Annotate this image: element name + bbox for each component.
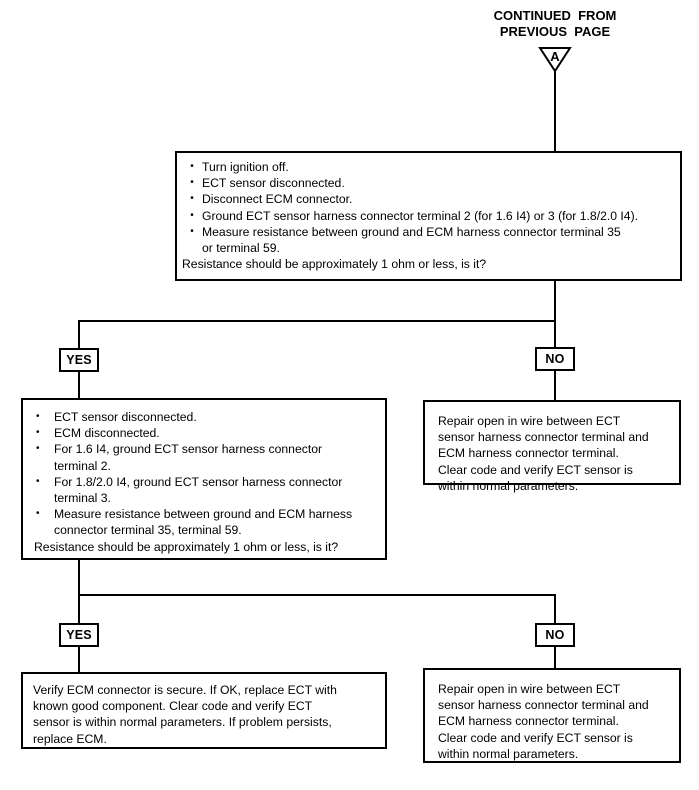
branch1-horizontal-line bbox=[78, 320, 556, 322]
decision1-question: Resistance should be approximately 1 ohm… bbox=[182, 257, 487, 272]
decision2-box: • ECT sensor disconnected. • ECM disconnec… bbox=[21, 398, 387, 560]
continued-from-label: CONTINUED FROM PREVIOUS PAGE bbox=[493, 8, 617, 39]
bullet-icon: • bbox=[190, 161, 194, 172]
bullet-icon: • bbox=[190, 225, 194, 237]
branch2-no-to-repair2 bbox=[554, 647, 556, 669]
page-connector-letter: A bbox=[550, 49, 560, 64]
branch2-yes-to-action bbox=[78, 647, 80, 673]
branch1-yes-drop bbox=[78, 322, 80, 349]
decision1-step: ECT sensor disconnected. bbox=[202, 176, 345, 191]
branch2-no-label: NO bbox=[535, 623, 575, 647]
bullet-icon: • bbox=[190, 209, 194, 221]
bullet-icon: • bbox=[190, 193, 194, 205]
bullet-icon: • bbox=[36, 443, 40, 455]
decision2-step: For 1.6 I4, ground ECT sensor harness co… bbox=[54, 442, 323, 473]
page-connector-triangle: A bbox=[538, 47, 572, 73]
bullet-icon: • bbox=[190, 177, 194, 189]
repair-open-wire-box-2: Repair open in wire between ECT sensor h… bbox=[423, 668, 681, 763]
bullet-icon: • bbox=[36, 427, 40, 439]
branch2-yes-drop bbox=[78, 596, 80, 624]
bullet-icon: • bbox=[36, 411, 40, 422]
repair-open-wire-text-1: Repair open in wire between ECT sensor h… bbox=[438, 414, 649, 493]
branch2-yes-label: YES bbox=[59, 623, 99, 647]
decision2-step: Measure resistance between ground and EC… bbox=[54, 507, 353, 538]
connector-line-top bbox=[554, 70, 556, 152]
decision1-step: Disconnect ECM connector. bbox=[202, 192, 353, 207]
branch1-yes-to-decision2 bbox=[78, 372, 80, 399]
decision1-step: Turn ignition off. bbox=[202, 160, 289, 174]
decision2-step: For 1.8/2.0 I4, ground ECT sensor harnes… bbox=[54, 474, 343, 506]
connector-line-decision2-out bbox=[78, 560, 80, 596]
branch1-no-to-repair1 bbox=[554, 371, 556, 401]
decision1-box: • Turn ignition off. • ECT sensor disconne… bbox=[175, 151, 682, 281]
repair-open-wire-box-1: Repair open in wire between ECT sensor h… bbox=[423, 400, 681, 493]
branch1-no-drop bbox=[554, 322, 556, 348]
decision2-step: ECM disconnected. bbox=[54, 426, 160, 441]
branch1-yes-label: YES bbox=[59, 348, 99, 372]
branch1-no-label: NO bbox=[535, 347, 575, 371]
replace-ect-text: Verify ECM connector is secure. If OK, r… bbox=[33, 683, 337, 746]
connector-line-decision1-out bbox=[554, 281, 556, 322]
bullet-icon: • bbox=[36, 508, 40, 520]
bullet-icon: • bbox=[36, 475, 40, 487]
decision2-question: Resistance should be approximately 1 ohm… bbox=[34, 539, 339, 554]
decision1-step: Measure resistance between ground and EC… bbox=[202, 224, 621, 256]
repair-open-wire-text-2: Repair open in wire between ECT sensor h… bbox=[438, 682, 649, 761]
decision1-step: Ground ECT sensor harness connector term… bbox=[202, 208, 639, 223]
replace-ect-box: Verify ECM connector is secure. If OK, r… bbox=[21, 672, 387, 749]
branch2-horizontal-line bbox=[78, 594, 556, 596]
decision2-step: ECT sensor disconnected. bbox=[54, 410, 197, 424]
branch2-no-drop bbox=[554, 596, 556, 624]
